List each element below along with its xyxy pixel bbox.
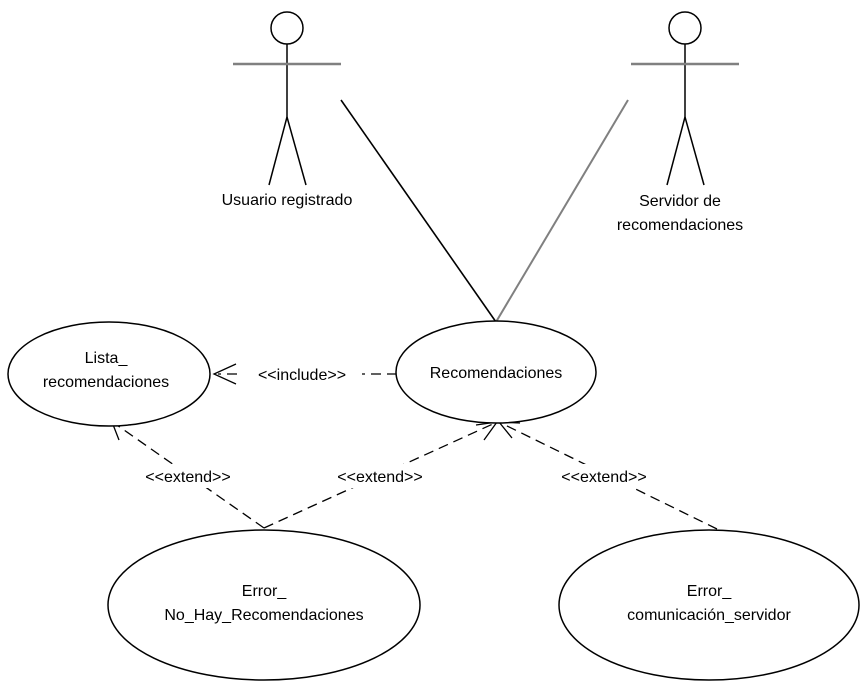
association-user-recomendaciones: [340, 99, 497, 323]
actor-left-leg: [268, 116, 288, 186]
actor-left-leg: [666, 116, 686, 186]
use-case-label-line-1: Error_: [242, 583, 288, 600]
use-case-recomendaciones[interactable]: Recomendaciones: [395, 320, 597, 424]
use-case-ellipse: [107, 529, 421, 681]
actor-head: [270, 11, 304, 45]
extend-label-bg-lista: [128, 464, 246, 488]
use-case-ellipse: [558, 529, 860, 681]
use-case-label-line-1: Error_: [687, 583, 733, 600]
use-case-error-no-hay-recomendaciones[interactable]: Error_ No_Hay_Recomendaciones: [107, 529, 421, 681]
actor-right-leg: [286, 116, 307, 186]
actor-head: [668, 11, 702, 45]
actor-label-line-2: recomendaciones: [617, 217, 743, 234]
include-arrowhead: [212, 363, 237, 385]
extend-label-bg-reco-left: [320, 464, 438, 488]
association-server-recomendaciones: [495, 99, 629, 323]
extend-label-reco-left: <<extend>>: [337, 469, 422, 486]
use-case-ellipse: [395, 320, 597, 424]
extend-arrowhead-reco-right: [497, 421, 521, 439]
extend-dependency-line-lista: [113, 422, 265, 529]
actor-label-line-1: Servidor de: [639, 193, 721, 210]
use-case-label-line-1: Lista_: [85, 350, 129, 367]
use-case-ellipse: [7, 321, 211, 427]
extend-label-lista: <<extend>>: [145, 469, 230, 486]
actor-usuario-registrado[interactable]: Usuario registrado: [222, 11, 353, 209]
use-case-label-line-2: No_Hay_Recomendaciones: [164, 607, 363, 624]
use-case-error-comunicacion-servidor[interactable]: Error_ comunicación_servidor: [558, 529, 860, 681]
use-case-label-line-2: recomendaciones: [43, 374, 169, 391]
actor-servidor-recomendaciones[interactable]: Servidor de recomendaciones: [617, 11, 743, 234]
extend-label-reco-right: <<extend>>: [561, 469, 646, 486]
extend-dependency-line-reco-left: [263, 422, 496, 529]
actor-right-leg: [684, 116, 705, 186]
extend-label-bg-reco-right: [544, 464, 662, 488]
extend-arrowhead-reco-left: [475, 421, 499, 441]
actor-label: Usuario registrado: [222, 192, 353, 209]
use-case-lista-recomendaciones[interactable]: Lista_ recomendaciones: [7, 321, 211, 427]
use-case-label: Recomendaciones: [430, 365, 563, 382]
include-label: <<include>>: [258, 367, 346, 384]
include-label-bg: [240, 362, 362, 386]
use-case-label-line-2: comunicación_servidor: [627, 607, 791, 624]
